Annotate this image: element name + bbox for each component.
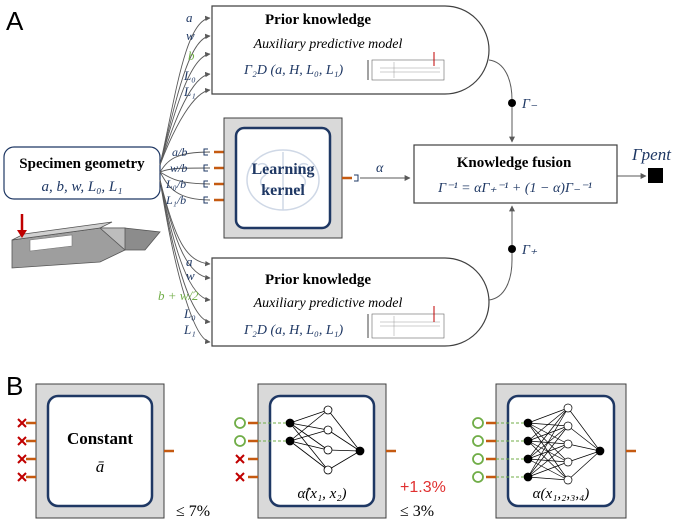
gamma-plus-node — [508, 245, 516, 253]
kernel-four-input-formula: α(x₁,₂,₃,₄) — [533, 486, 590, 502]
fan-lines-top — [159, 15, 211, 166]
gamma-plus-label: Γ₊ — [521, 243, 538, 258]
prior-top-title: Prior knowledge — [265, 12, 371, 28]
panel-b-label: B — [6, 371, 23, 401]
knowledge-fusion-formula: Γ⁻¹ = αΓ₊⁻¹ + (1 − α)Γ₋⁻¹ — [437, 181, 592, 196]
learning-input-ports — [214, 150, 224, 202]
output-square-icon — [648, 168, 663, 183]
gamma-minus-label: Γ₋ — [521, 97, 538, 112]
learning-input-l0-over-b: L₀/b — [165, 177, 186, 191]
prior-top-input-a: a — [186, 10, 193, 25]
prior-bottom-subtitle: Auxiliary predictive model — [253, 296, 403, 311]
prior-bottom-input-a: a — [186, 254, 193, 269]
fan-lines-bottom — [159, 179, 211, 345]
specimen-geometry-box — [3, 146, 161, 200]
kernel-two-input-error: ≤ 3% — [400, 503, 434, 520]
kernel-two-input-formula: α̂(x₁, x₂) — [297, 486, 346, 502]
prior-bottom-input-l0: L₀ — [183, 306, 196, 321]
prior-bottom-formula: Γ₂D (a, H, L₀, L₁) — [243, 323, 344, 338]
prior-top-input-l1: L₁ — [183, 84, 196, 99]
learning-kernel-title-line1: Learning — [251, 161, 314, 178]
learning-input-l1-over-b: L₁/b — [165, 193, 186, 207]
specimen-geometry-title: Specimen geometry — [19, 156, 145, 172]
learning-output-connector — [354, 174, 359, 182]
kernel-two-input — [257, 383, 387, 519]
prior-top-input-w: w — [186, 28, 195, 43]
kernel-four-input-network-icon — [523, 403, 605, 485]
brain-icon — [246, 149, 320, 211]
kernel-constant-title: Constant — [67, 429, 133, 448]
prior-bottom-input-w: w — [186, 268, 195, 283]
gamma-plus-connector — [488, 205, 515, 301]
fe-mesh-thumbnail-bottom — [367, 306, 445, 339]
panel-a-label: A — [6, 6, 24, 36]
kernel-two-input-network-icon — [285, 405, 365, 475]
prior-top-subtitle: Auxiliary predictive model — [253, 37, 403, 52]
kernel-two-input-ports — [248, 421, 396, 479]
specimen-geometry-params: a, b, w, L₀, L₁ — [41, 179, 122, 195]
kernel-constant-ports — [26, 421, 174, 479]
fe-mesh-thumbnail-top — [367, 52, 445, 81]
knowledge-fusion-title: Knowledge fusion — [457, 155, 572, 171]
kernel-two-input-delta: +1.3% — [400, 479, 446, 496]
kernel-two-input-disabled-inputs — [235, 454, 245, 482]
specimen-sketch-image — [11, 214, 161, 269]
prior-bottom-input-l1: L₁ — [183, 322, 196, 337]
prior-top-formula: Γ₂D (a, H, L₀, L₁) — [243, 63, 344, 78]
prior-top-input-b: b — [188, 48, 195, 63]
alpha-label: α — [376, 161, 384, 176]
gamma-minus-node — [508, 99, 516, 107]
prior-bottom-title: Prior knowledge — [265, 272, 371, 288]
learning-kernel-title-line2: kernel — [261, 182, 305, 199]
kernel-constant-disabled-inputs — [17, 418, 27, 482]
kernel-four-input-active-inputs — [472, 417, 484, 483]
kernel-four-input-ports — [486, 421, 636, 479]
fan-lines-learning — [159, 151, 211, 201]
prior-bottom-input-b-plus-w2: b + w/2 — [158, 288, 199, 303]
learning-input-a-over-b: a/b — [172, 145, 187, 159]
kernel-constant-symbol: ā — [96, 457, 105, 476]
learning-input-w-over-b: w/b — [170, 161, 187, 175]
kernel-two-input-active-inputs — [234, 417, 246, 447]
learning-input-connectors — [203, 148, 208, 204]
kernel-constant-error: ≤ 7% — [176, 503, 210, 520]
prior-top-input-l0: L₀ — [183, 68, 196, 83]
kernel-constant — [35, 383, 165, 519]
knowledge-fusion-box — [413, 144, 618, 204]
gamma-pent-label: Γpent — [631, 145, 672, 164]
